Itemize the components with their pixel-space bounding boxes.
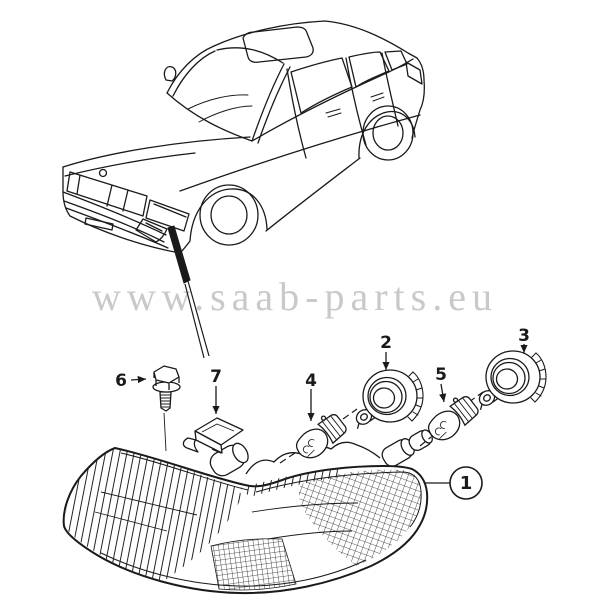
part-7-clip — [182, 417, 244, 454]
callout-1-circle — [449, 466, 483, 500]
part-4-bulb — [289, 408, 350, 465]
car-headlight — [145, 199, 190, 232]
car-front-wheel-inner — [210, 195, 248, 235]
car-door-handles — [325, 92, 385, 118]
car-rear-end — [411, 57, 426, 139]
housing-boss-3 — [408, 429, 433, 452]
car-plate — [84, 217, 114, 231]
callout-6-arrow — [130, 375, 147, 384]
car-rocker-line — [265, 157, 361, 232]
callout-2-label: 2 — [380, 333, 392, 353]
callout-3: 3 — [518, 326, 530, 353]
car-bumper — [62, 191, 181, 254]
lamp-lens — [62, 447, 429, 595]
car-hood-line — [62, 136, 251, 168]
car-door-edges — [286, 52, 399, 159]
callout-5: 5 — [435, 365, 447, 403]
callouts: 6 7 4 2 5 3 — [115, 326, 530, 500]
axis-a-dash-lower — [279, 452, 296, 464]
car-grille — [66, 171, 148, 217]
axis-a-dash-upper — [342, 408, 358, 420]
pointer-leader-line — [167, 225, 210, 359]
car-wipers — [187, 94, 253, 123]
housing-boss-1 — [209, 442, 249, 477]
car-hood-line-2 — [64, 152, 196, 177]
lens-hatch-top-strip — [240, 469, 341, 497]
callout-3-label: 3 — [518, 326, 530, 346]
car-a-pillar — [166, 45, 216, 97]
car-rear-lamp — [405, 61, 423, 85]
car-sunroof — [242, 26, 314, 63]
callout-4: 4 — [305, 371, 317, 421]
part-3-socket — [472, 350, 547, 412]
callout-6-label: 6 — [115, 371, 127, 391]
screw-threads — [160, 394, 171, 408]
screw-hex-head — [153, 365, 180, 390]
car-front-door-window — [290, 57, 353, 114]
callout-5-arrow — [439, 383, 447, 403]
lens-divider-lines-left — [94, 491, 198, 532]
callout-5-label: 5 — [435, 365, 447, 385]
part-2-socket — [349, 369, 424, 431]
car-indicator-lens — [135, 218, 168, 243]
callout-4-label: 4 — [305, 371, 317, 391]
part-6-screw — [152, 365, 181, 452]
clip-inner-line — [201, 423, 235, 433]
car-front-wheel — [199, 184, 259, 246]
car-windshield — [166, 47, 291, 144]
callout-7: 7 — [210, 367, 222, 414]
car-roof — [213, 20, 418, 59]
car-rear-wheel-inner — [372, 115, 404, 151]
car-rear-door-window — [348, 51, 390, 88]
car-rear-wheel — [362, 105, 414, 161]
housing-boss-2 — [381, 438, 415, 467]
car-side-crease — [179, 114, 421, 192]
lens-divider-lines-right — [251, 502, 359, 540]
lens-mesh-center — [210, 538, 297, 591]
callout-1-label: 1 — [460, 473, 473, 494]
car-quarter-window — [384, 50, 408, 71]
watermark-text: www.saab-parts.eu — [92, 274, 498, 319]
car-mirror — [163, 66, 177, 82]
lamp-housing — [209, 429, 433, 477]
callout-2: 2 — [380, 333, 392, 370]
lens-hatch-left — [64, 449, 243, 582]
car-illustration — [62, 20, 426, 254]
lens-mesh-right — [298, 469, 422, 566]
axis-b-dash-lower — [419, 436, 432, 447]
car-badge — [98, 168, 108, 178]
callout-6: 6 — [115, 371, 147, 391]
callout-1: 1 — [425, 466, 483, 500]
screw-flange — [152, 381, 181, 393]
screw-leader-line — [163, 412, 167, 452]
callout-7-label: 7 — [210, 367, 222, 387]
